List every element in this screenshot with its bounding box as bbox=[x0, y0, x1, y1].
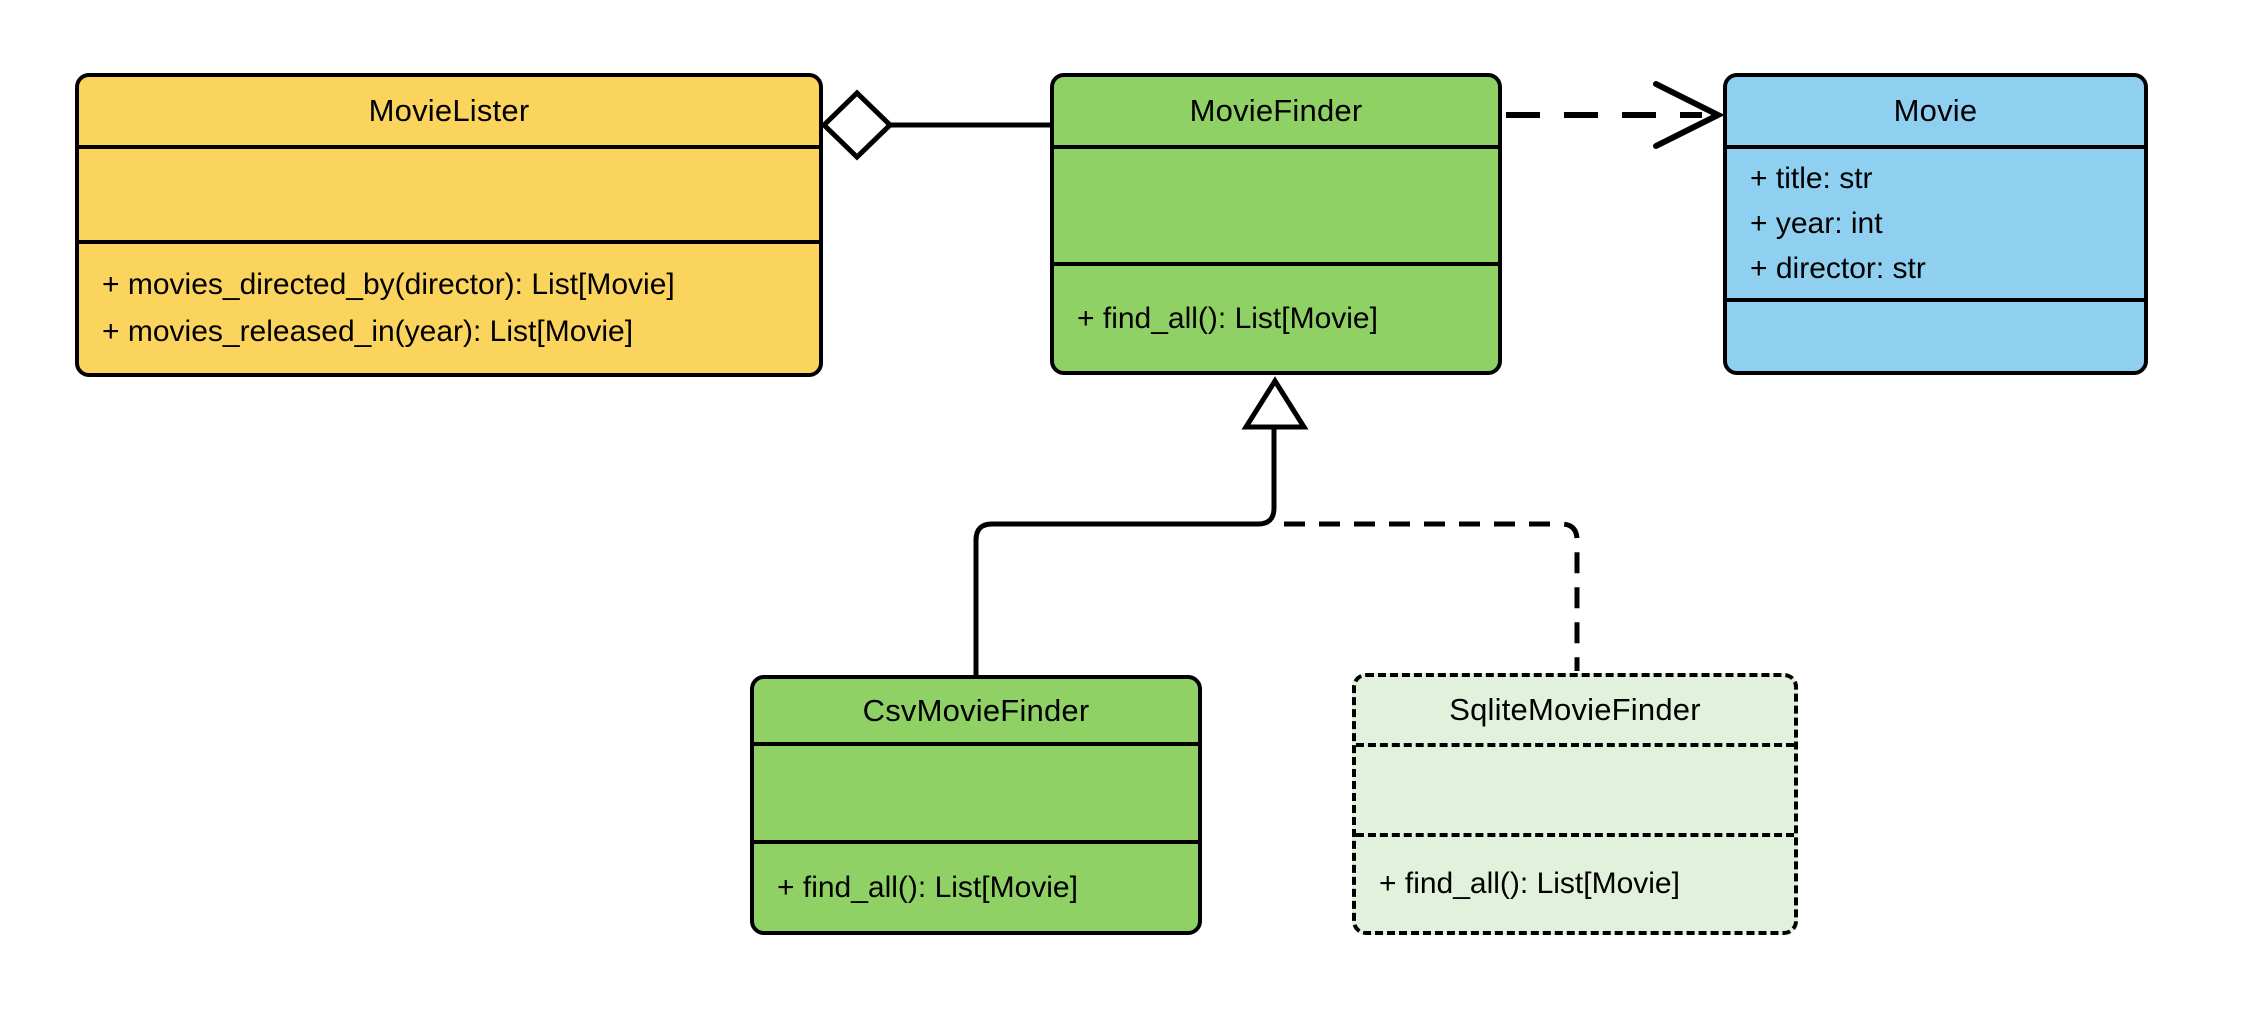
attribute-row: + director: str bbox=[1750, 251, 1926, 285]
attributes-compartment bbox=[1054, 145, 1498, 262]
method-row: + find_all(): List[Movie] bbox=[1379, 867, 1680, 900]
class-title: MovieFinder bbox=[1189, 93, 1363, 128]
method-row: + movies_released_in(year): List[Movie] bbox=[102, 315, 634, 348]
dependency-arrow bbox=[1506, 81, 1725, 149]
methods-compartment: + find_all(): List[Movie] bbox=[1356, 833, 1794, 931]
method-row: + find_all(): List[Movie] bbox=[777, 870, 1078, 904]
inheritance-connector-solid bbox=[973, 376, 1309, 677]
method-row: + find_all(): List[Movie] bbox=[1077, 301, 1378, 335]
methods-compartment: + find_all(): List[Movie] bbox=[1054, 262, 1498, 371]
aggregation-diamond-icon bbox=[820, 89, 894, 161]
methods-compartment: + find_all(): List[Movie] bbox=[754, 840, 1198, 931]
attributes-compartment bbox=[79, 145, 819, 240]
aggregation-connector bbox=[820, 89, 1050, 161]
class-title: SqliteMovieFinder bbox=[1449, 692, 1701, 727]
methods-compartment bbox=[1727, 298, 2144, 371]
inheritance-triangle-icon bbox=[1241, 376, 1309, 430]
attributes-compartment: + title: str + year: int + director: str bbox=[1727, 145, 2144, 298]
attribute-row: + title: str bbox=[1750, 161, 1873, 195]
class-title: Movie bbox=[1893, 93, 1978, 128]
class-node-moviefinder[interactable]: MovieFinder + find_all(): List[Movie] bbox=[1050, 73, 1502, 375]
attributes-compartment bbox=[1356, 743, 1794, 833]
class-node-movielister[interactable]: MovieLister + movies_directed_by(directo… bbox=[75, 73, 823, 377]
open-arrowhead-icon bbox=[1653, 81, 1725, 149]
class-node-sqlitemoviefinder[interactable]: SqliteMovieFinder + find_all(): List[Mov… bbox=[1352, 673, 1798, 935]
class-title: MovieLister bbox=[368, 93, 530, 128]
class-node-movie[interactable]: Movie + title: str + year: int + directo… bbox=[1723, 73, 2148, 375]
method-row: + movies_directed_by(director): List[Mov… bbox=[102, 268, 675, 301]
class-title: CsvMovieFinder bbox=[862, 692, 1090, 728]
class-node-csvmoviefinder[interactable]: CsvMovieFinder + find_all(): List[Movie] bbox=[750, 675, 1202, 935]
attributes-compartment bbox=[754, 742, 1198, 840]
inheritance-connector-dashed bbox=[1284, 521, 1580, 671]
attribute-row: + year: int bbox=[1750, 206, 1883, 240]
methods-compartment: + movies_directed_by(director): List[Mov… bbox=[79, 240, 819, 373]
